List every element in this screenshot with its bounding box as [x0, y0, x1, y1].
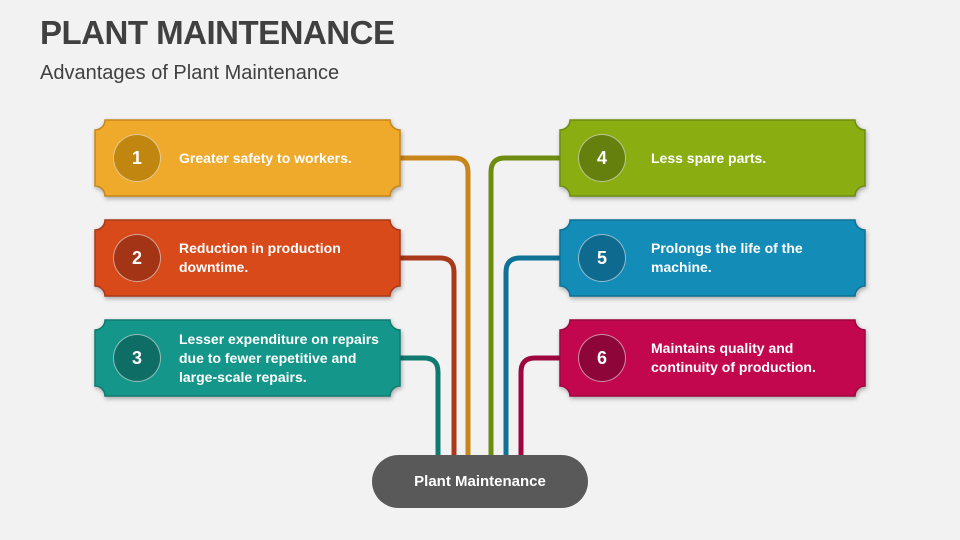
- connector-line: [400, 255, 457, 470]
- page-title: PLANT MAINTENANCE: [40, 14, 395, 51]
- number-badge: 4: [578, 134, 626, 182]
- card-2: [94, 219, 401, 297]
- card-text: Greater safety to workers.: [179, 149, 352, 166]
- connector-line: [400, 355, 441, 470]
- card-6: [559, 319, 866, 397]
- card-1: [94, 119, 401, 197]
- card-text: Maintains quality and continuity of prod…: [651, 340, 816, 375]
- card-text: Lesser expenditure on repairs due to few…: [179, 330, 379, 385]
- page-subtitle: Advantages of Plant Maintenance: [40, 62, 340, 84]
- connector-line: [488, 155, 560, 470]
- card-5: [559, 219, 866, 297]
- connector-line: [400, 155, 471, 470]
- card-text: Reduction in production downtime.: [179, 240, 341, 275]
- card-text: Less spare parts.: [651, 149, 767, 166]
- card-4: [559, 119, 866, 197]
- card-3: [94, 319, 401, 397]
- connector-line: [518, 355, 560, 470]
- number-badge: 2: [113, 234, 161, 282]
- number-badge: 3: [113, 334, 161, 382]
- number-badge: 6: [578, 334, 626, 382]
- card-text: Prolongs the life of the machine.: [651, 240, 803, 275]
- number-badge: 1: [113, 134, 161, 182]
- number-badge: 5: [578, 234, 626, 282]
- center-node: Plant Maintenance: [372, 455, 588, 508]
- connector-line: [503, 255, 560, 470]
